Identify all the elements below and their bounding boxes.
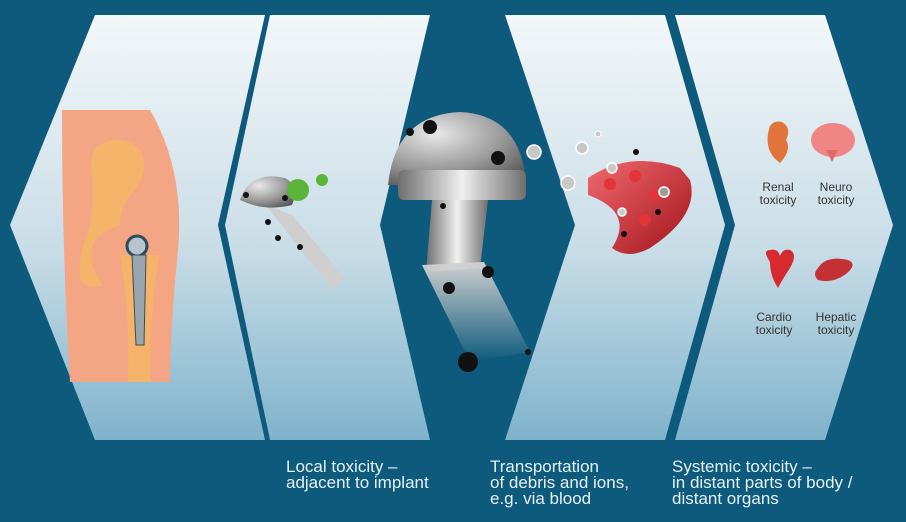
ion-particle [575,141,589,155]
implant-stem [426,200,488,272]
hip-joint-ball [125,234,149,258]
red-blood-cell [629,170,641,182]
panel-transport [505,15,725,440]
debris-particle [482,266,494,278]
organ-label-hepatic: Hepatic toxicity [806,311,866,337]
caption-line: adjacent to implant [286,473,429,492]
local-toxicity-illustration [240,174,345,290]
ion-group [526,130,602,191]
red-blood-cell [604,178,616,190]
implant-rim [398,170,526,200]
ion-particle [606,162,618,174]
debris-particle [406,128,414,136]
caption-systemic-toxicity: Systemic toxicity – in distant parts of … [672,457,853,508]
debris-particle [243,192,249,198]
organ-label-cardio: Cardio toxicity [744,311,804,337]
brain-icon [811,123,855,162]
organ-label-renal: Renal toxicity [748,181,808,207]
debris-particle [655,209,661,215]
green-particle [287,179,309,201]
organ-label-neuro: Neuro toxicity [806,181,866,207]
debris-particle [282,195,288,201]
organ-label-line: toxicity [755,323,793,337]
caption-line: e.g. via blood [490,489,592,508]
local-implant-cap [240,176,295,208]
debris-particle [458,352,478,372]
ion-particle [658,186,670,198]
debris-particle [443,282,455,294]
green-particle [316,174,328,186]
hip-implant-stem [131,254,147,346]
debris-particle [525,349,531,355]
debris-particle [297,244,303,250]
caption-transportation: Transportation of debris and ions, e.g. … [490,457,629,508]
ion-particle [594,130,602,138]
organ-label-line: Cardio [756,310,792,324]
organ-label-line: Hepatic [815,310,857,324]
caption-line: in distant parts of body / [672,473,853,492]
caption-local-toxicity: Local toxicity – adjacent to implant [286,457,429,492]
heart-icon [766,249,794,288]
caption-line: of debris and ions, [490,473,629,492]
red-blood-cell [639,214,651,226]
caption-line: Systemic toxicity – [672,457,812,476]
organ-label-line: Neuro [819,180,853,194]
ion-particle [617,207,627,217]
ion-particle [560,175,576,191]
pelvis-bone [79,139,144,287]
blood-vessel-illustration [588,149,692,254]
implant-illustration [388,112,531,372]
debris-particle [423,120,437,134]
debris-particle [275,235,281,241]
debris-particle [265,219,271,225]
implant-cap [388,112,526,185]
local-implant-stem [266,205,345,290]
red-blood-cell [649,189,661,201]
panel-systemic [675,15,893,440]
implant-neck-fade [422,262,530,362]
hip-illustration [62,110,180,382]
debris-particle [633,149,639,155]
caption-line: distant organs [672,489,779,508]
caption-line: Transportation [490,457,599,476]
organ-label-line: Renal [762,180,794,194]
debris-particle [621,231,627,237]
debris-particle [491,151,505,165]
caption-line: Local toxicity – [286,457,398,476]
organ-label-line: toxicity [817,323,855,337]
organ-label-line: toxicity [759,193,797,207]
kidney-icon [767,121,789,163]
debris-particle [440,203,446,209]
liver-icon [815,258,853,282]
panel-local [225,15,430,440]
organ-label-line: toxicity [817,193,855,207]
ion-particle [526,144,542,160]
